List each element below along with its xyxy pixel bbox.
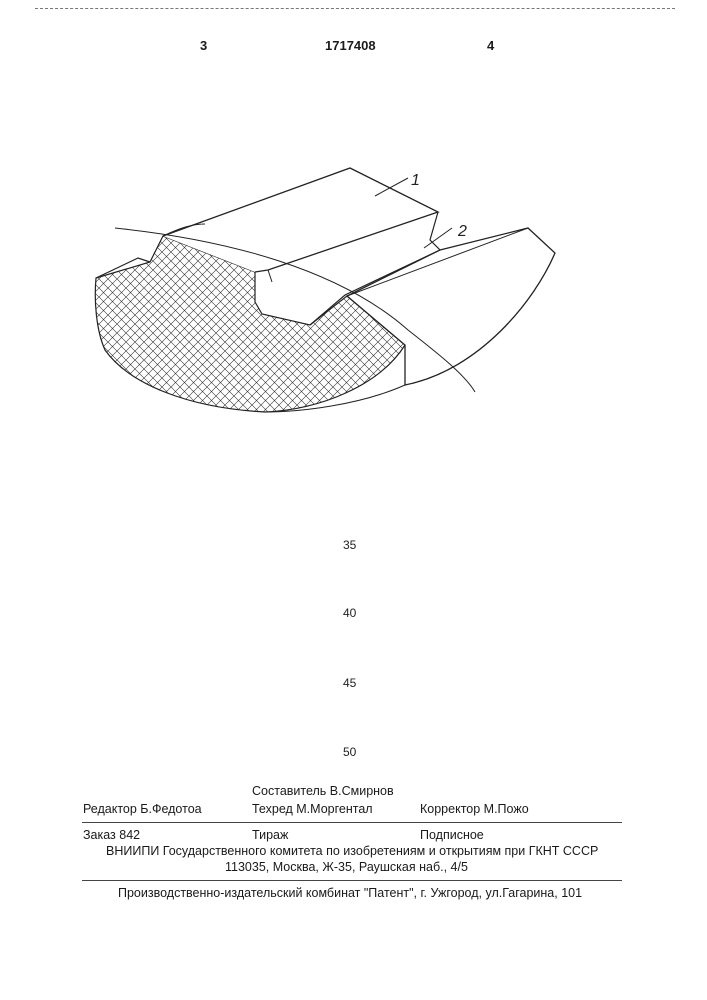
line-number-35: 35 bbox=[343, 538, 356, 552]
address-line: 113035, Москва, Ж-35, Раушская наб., 4/5 bbox=[225, 860, 468, 874]
subscription: Подписное bbox=[420, 828, 484, 842]
compiler-credit: Составитель В.Смирнов bbox=[252, 784, 394, 798]
corrector-credit: Корректор М.Пожо bbox=[420, 802, 529, 816]
line-number-40: 40 bbox=[343, 606, 356, 620]
callout-2-leader bbox=[424, 228, 452, 248]
publisher-line: Производственно-издательский комбинат "П… bbox=[118, 886, 582, 900]
technical-drawing: 1 2 bbox=[0, 0, 707, 460]
callout-1-label: 1 bbox=[411, 172, 420, 189]
circulation: Тираж bbox=[252, 828, 288, 842]
callout-2-label: 2 bbox=[457, 223, 467, 240]
order-number: Заказ 842 bbox=[83, 828, 140, 842]
vniipi-line: ВНИИПИ Государственного комитета по изоб… bbox=[106, 844, 598, 858]
techred-credit: Техред М.Моргентал bbox=[252, 802, 373, 816]
footer-rule-bottom bbox=[82, 880, 622, 881]
line-number-45: 45 bbox=[343, 676, 356, 690]
footer-rule-top bbox=[82, 822, 622, 823]
editor-credit: Редактор Б.Федотоа bbox=[83, 802, 202, 816]
line-number-50: 50 bbox=[343, 745, 356, 759]
